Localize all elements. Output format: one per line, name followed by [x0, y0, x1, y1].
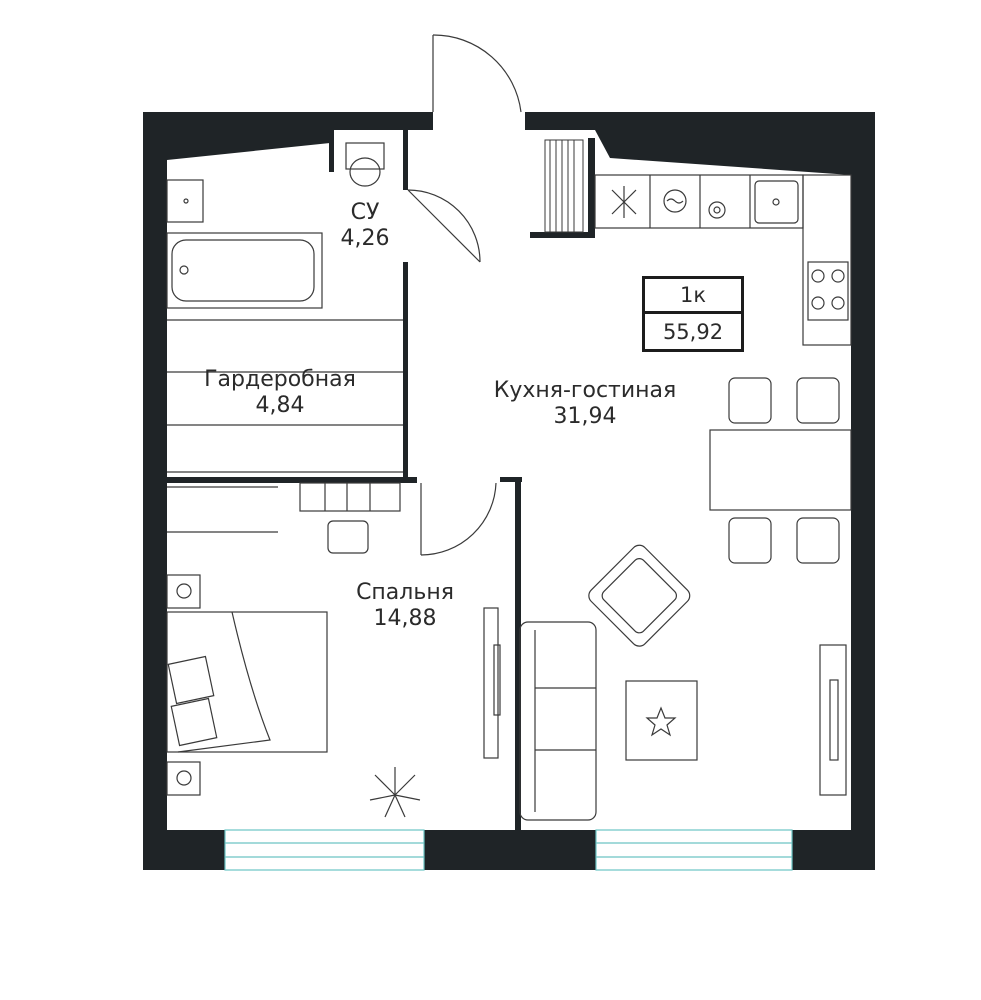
apartment-total-area: 55,92 [662, 319, 724, 344]
room-area: 14,88 [373, 606, 437, 632]
room-name: СУ [350, 200, 380, 225]
room-wardrobe: Гардеробная 4,84 [180, 367, 380, 420]
room-area: 31,94 [553, 404, 617, 430]
hall-cabinet [544, 139, 584, 233]
room-bedroom: Спальня 14,88 [330, 580, 480, 633]
apartment-type: 1к [645, 279, 741, 314]
room-name: Гардеробная [204, 367, 356, 392]
room-kitchen-living: Кухня-гостиная 31,94 [470, 378, 700, 431]
apartment-badge: 1к 55,92 [642, 276, 744, 352]
room-bathroom: СУ 4,26 [330, 200, 400, 253]
room-name: Спальня [356, 580, 454, 605]
room-name: Кухня-гостиная [493, 378, 677, 403]
walls [143, 112, 875, 870]
room-area: 4,84 [255, 393, 305, 419]
windows [224, 829, 793, 871]
room-area: 4,26 [340, 226, 390, 252]
fixtures [166, 34, 852, 821]
